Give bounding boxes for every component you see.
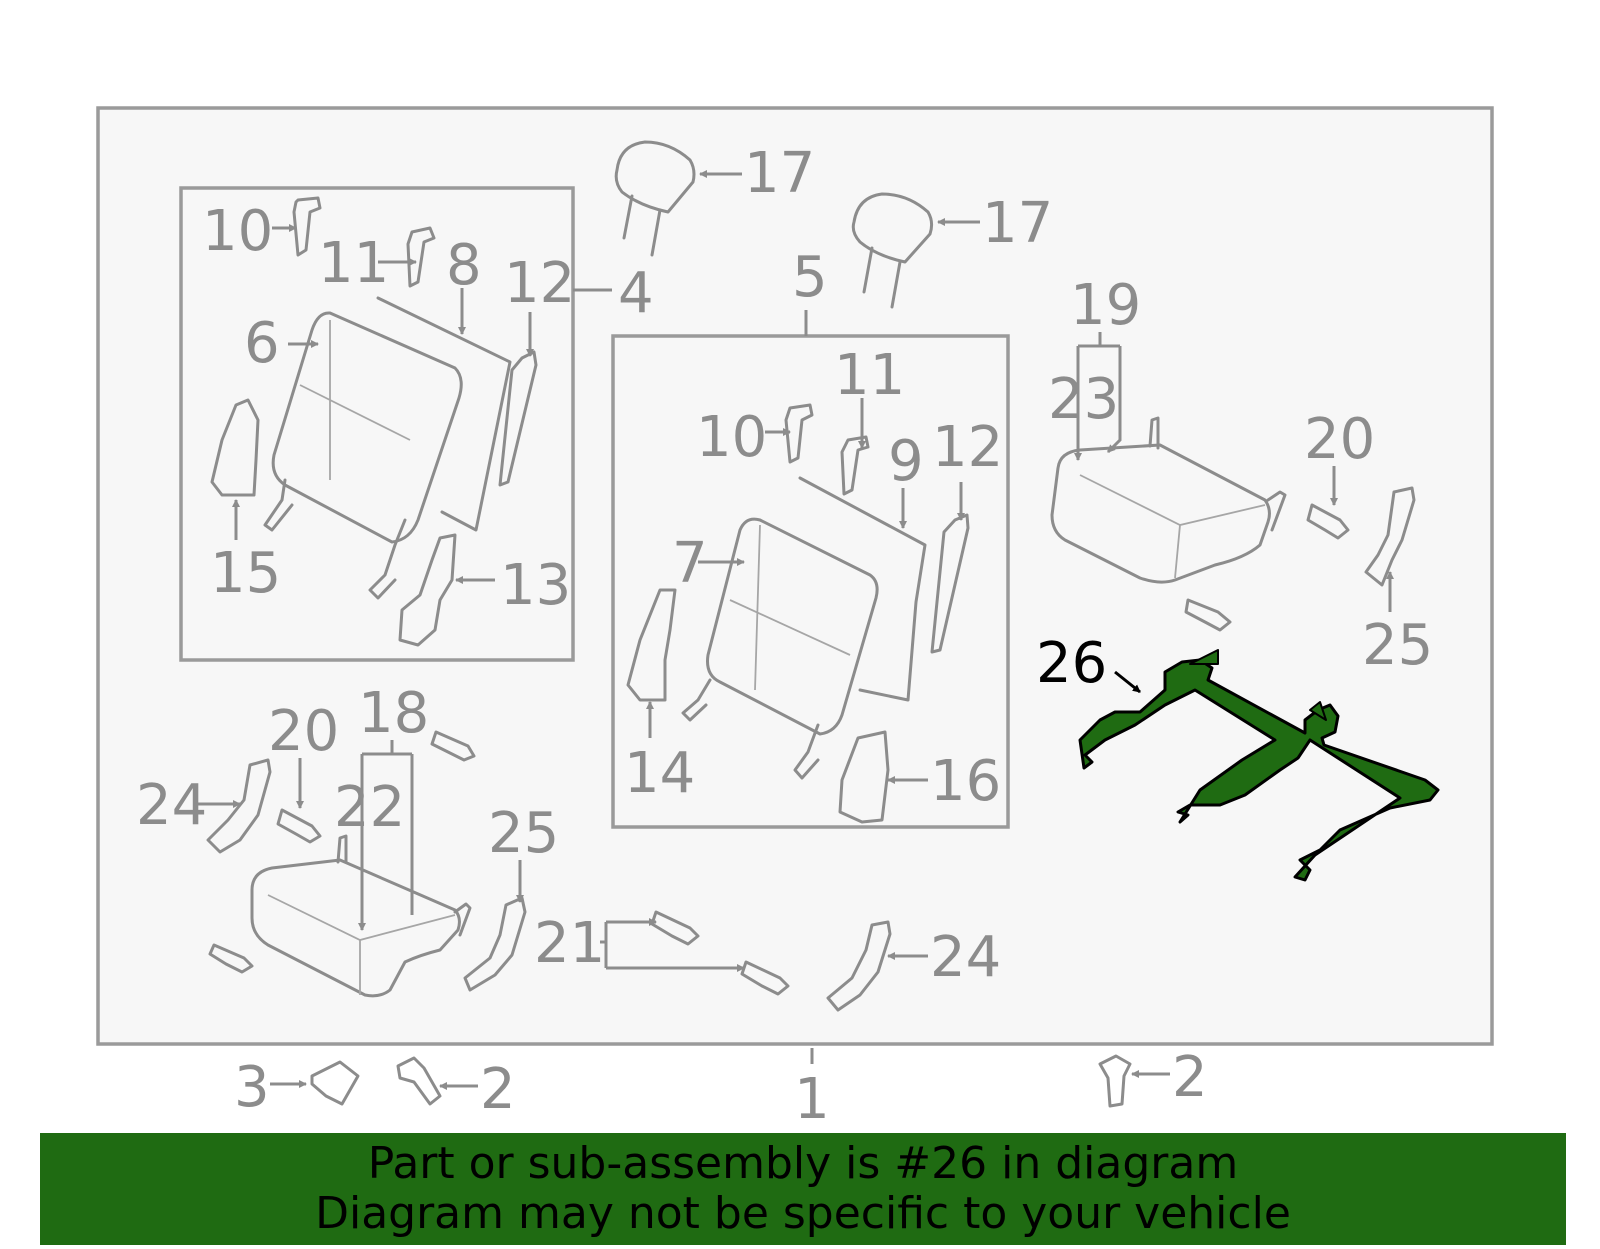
left-cover-24 xyxy=(206,758,272,854)
callout-25-left: 25 xyxy=(488,801,559,866)
callout-18: 18 xyxy=(358,681,429,746)
center-hook-11 xyxy=(840,435,870,496)
left-seatback xyxy=(263,296,512,600)
headrest-upper xyxy=(614,140,696,257)
callout-11-center: 11 xyxy=(834,343,905,408)
callout-17-upper: 17 xyxy=(744,141,815,206)
callout-19: 19 xyxy=(1070,273,1141,338)
assembly-frame xyxy=(96,106,1494,1046)
callout-1: 1 xyxy=(794,1067,830,1132)
callout-7: 7 xyxy=(672,531,708,596)
part-info-banner: Part or sub-assembly is #26 in diagram D… xyxy=(40,1133,1566,1245)
center-seatback-group-frame xyxy=(611,334,1010,829)
callout-2-right: 2 xyxy=(1172,1045,1208,1110)
callout-10-left: 10 xyxy=(202,199,273,264)
callout-22: 22 xyxy=(334,775,405,840)
left-hook-10 xyxy=(292,196,322,257)
left-seatback-group-frame xyxy=(179,186,575,662)
left-cover-15 xyxy=(210,398,260,497)
callout-26-highlighted: 26 xyxy=(1036,631,1107,696)
bolt-2-left xyxy=(396,1056,442,1106)
center-rail-12 xyxy=(930,513,970,654)
clip-3 xyxy=(310,1060,360,1106)
banner-line-2: Diagram may not be specific to your vehi… xyxy=(315,1188,1291,1239)
leader-lines xyxy=(196,170,1394,1090)
callout-16: 16 xyxy=(930,749,1001,814)
left-seat-cushion xyxy=(250,834,472,998)
callout-11-left: 11 xyxy=(318,231,389,296)
callout-23: 23 xyxy=(1048,367,1119,432)
left-hook-11 xyxy=(406,226,436,288)
callout-15: 15 xyxy=(210,541,281,606)
callout-5: 5 xyxy=(792,245,828,310)
left-rail-12 xyxy=(498,350,538,487)
callout-9: 9 xyxy=(888,429,924,494)
center-seatback xyxy=(681,476,927,780)
callout-25-right: 25 xyxy=(1362,613,1433,678)
callout-14: 14 xyxy=(624,741,695,806)
seat-frame-part-26 xyxy=(1078,649,1440,882)
callout-4: 4 xyxy=(618,261,654,326)
bolt-2-right xyxy=(1098,1054,1132,1108)
banner-line-1: Part or sub-assembly is #26 in diagram xyxy=(367,1138,1239,1189)
callout-8: 8 xyxy=(446,233,482,298)
right-bolt-20 xyxy=(1306,503,1350,540)
callout-20-left: 20 xyxy=(268,699,339,764)
callout-12-center: 12 xyxy=(932,415,1003,480)
left-cover-13 xyxy=(398,533,457,647)
callout-21: 21 xyxy=(534,911,605,976)
bolt-21-lower xyxy=(740,960,790,996)
cover-24-lower xyxy=(826,920,892,1012)
callout-6: 6 xyxy=(244,311,280,376)
left-bolt-20 xyxy=(276,808,322,844)
callout-13: 13 xyxy=(500,553,571,618)
left-cover-25 xyxy=(463,896,527,992)
right-bolt-lower xyxy=(1184,598,1232,632)
callout-24-right: 24 xyxy=(930,925,1001,990)
callout-3: 3 xyxy=(234,1055,270,1120)
callout-17-lower: 17 xyxy=(982,191,1053,256)
callout-24-left: 24 xyxy=(136,773,207,838)
callout-20-right: 20 xyxy=(1304,407,1375,472)
left-bolt-small xyxy=(208,943,254,974)
center-cover-16 xyxy=(838,730,890,824)
center-hook-10 xyxy=(784,403,814,464)
callout-10-center: 10 xyxy=(696,405,767,470)
left-bolt-18 xyxy=(430,730,476,762)
headrest-lower xyxy=(851,192,934,309)
center-cover-14 xyxy=(626,588,677,702)
callout-12-left: 12 xyxy=(504,251,575,316)
callout-2-left: 2 xyxy=(480,1057,516,1122)
right-seat-cushion xyxy=(1050,416,1287,584)
